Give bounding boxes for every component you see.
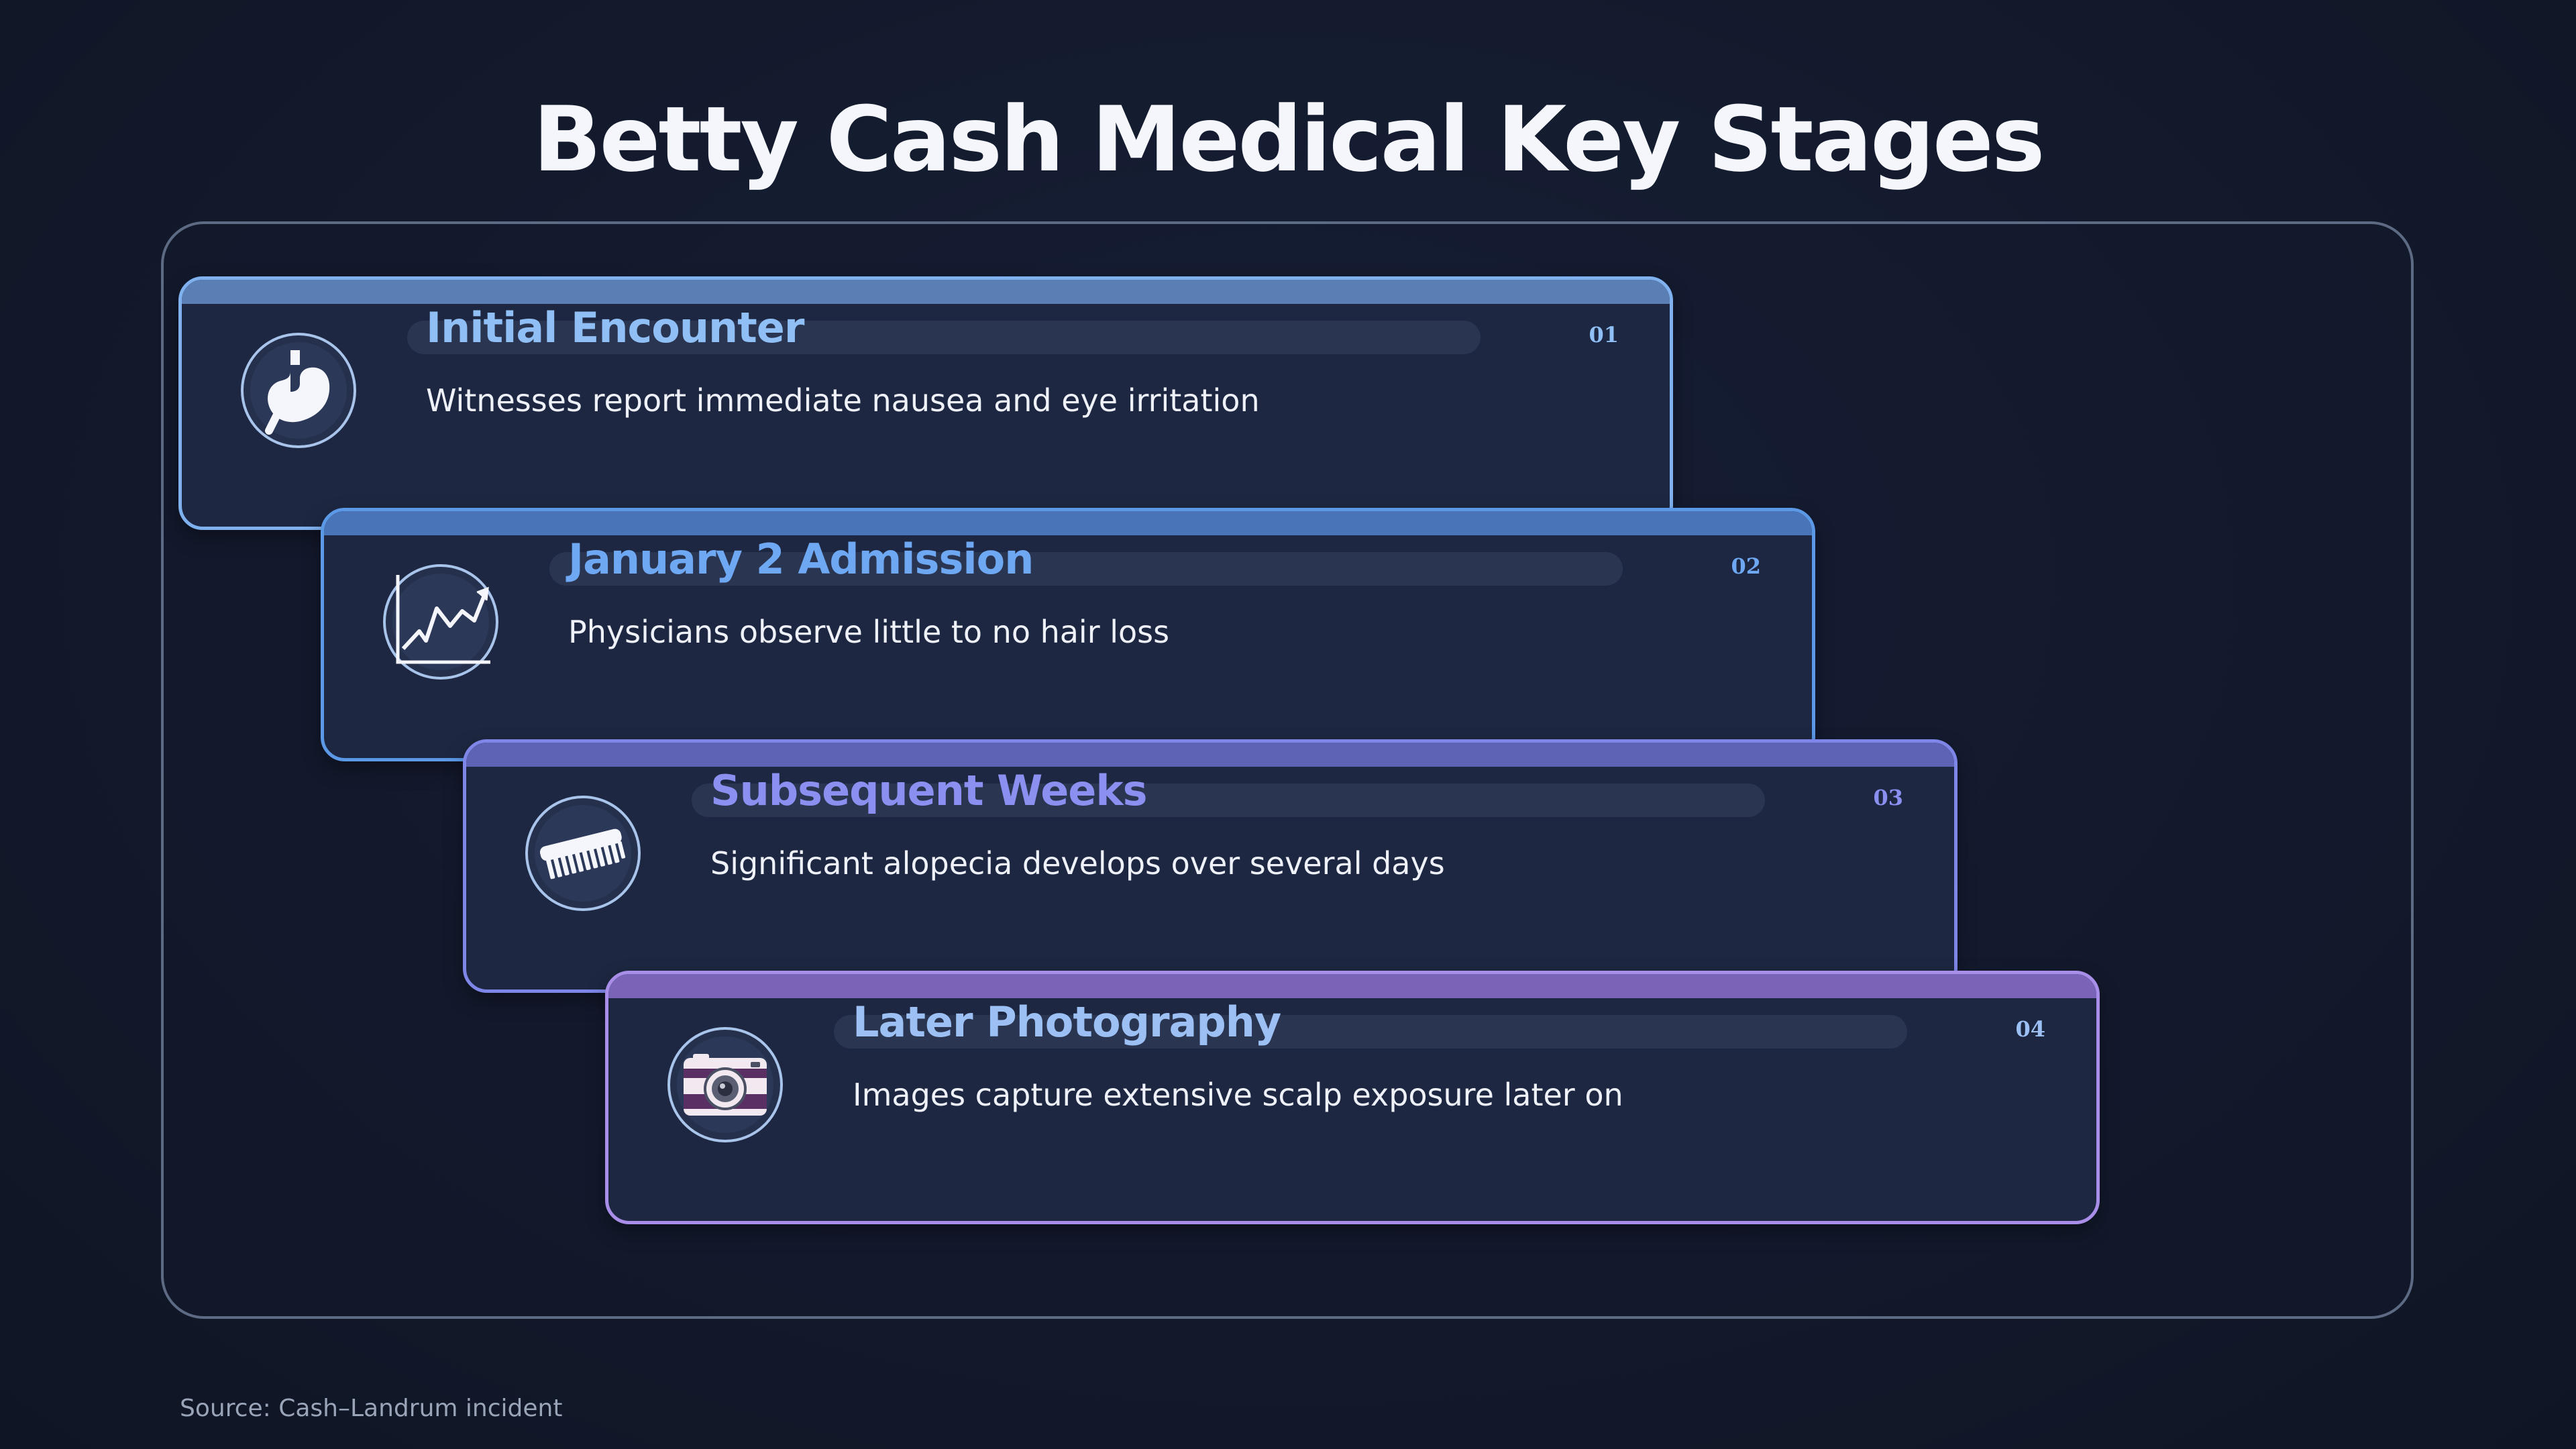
camera-icon xyxy=(665,1024,786,1145)
stage-description: Images capture extensive scalp exposure … xyxy=(853,1077,1623,1113)
stage-card-2: January 2 Admission Physicians observe l… xyxy=(321,508,1815,761)
stage-card-header-bar xyxy=(608,974,2096,998)
page-title: Betty Cash Medical Key Stages xyxy=(533,87,2045,192)
title-highlight xyxy=(692,784,1765,817)
stage-title: Subsequent Weeks xyxy=(710,766,1147,815)
stage-number: 02 xyxy=(1731,553,1761,579)
stage-number: 01 xyxy=(1589,322,1619,347)
stage-card-header-bar xyxy=(324,511,1812,535)
stage-card-header-bar xyxy=(466,743,1954,767)
stage-title: January 2 Admission xyxy=(568,535,1034,584)
stage-card-3: Subsequent Weeks Significant alopecia de… xyxy=(463,739,1957,993)
title-highlight xyxy=(549,552,1623,586)
title-highlight xyxy=(407,321,1481,354)
stage-description: Physicians observe little to no hair los… xyxy=(568,614,1170,650)
stage-description: Witnesses report immediate nausea and ey… xyxy=(426,382,1260,419)
stage-card-4: Later Photography Images capture extensi… xyxy=(605,971,2100,1224)
stage-card-header-bar xyxy=(182,280,1670,304)
stage-title: Later Photography xyxy=(853,998,1281,1046)
stage-number: 04 xyxy=(2015,1016,2045,1042)
stage-number: 03 xyxy=(1873,785,1903,810)
comb-icon xyxy=(523,793,643,914)
stage-description: Significant alopecia develops over sever… xyxy=(710,845,1445,881)
stage-title: Initial Encounter xyxy=(426,303,804,352)
stage-card-1: Initial Encounter Witnesses report immed… xyxy=(178,276,1673,530)
source-note: Source: Cash–Landrum incident xyxy=(180,1395,563,1422)
title-highlight xyxy=(834,1015,1907,1049)
chart-trend-icon xyxy=(380,561,501,682)
stomach-icon xyxy=(238,330,359,451)
